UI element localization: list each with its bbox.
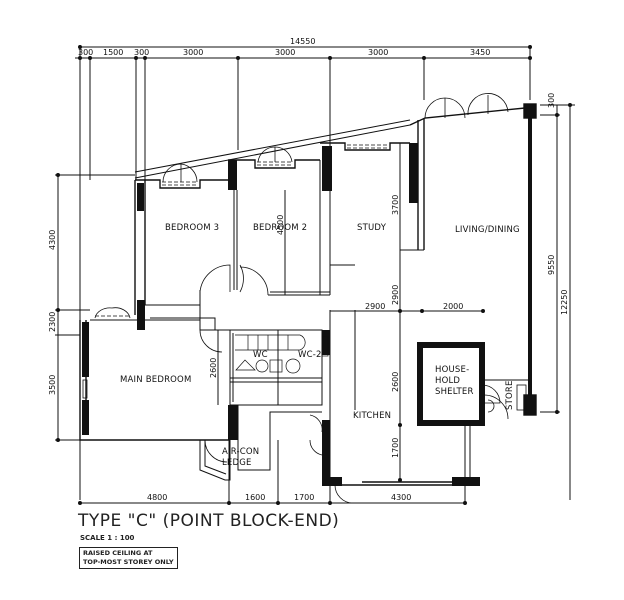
svg-text:1600: 1600 [245,493,265,502]
wc-fixtures [235,334,329,374]
dimension-labels: 14550 300 1500 300 3000 3000 3000 3450 4… [48,37,569,502]
svg-text:9550: 9550 [547,255,556,275]
room-aircon-ledge: AIR-CON [222,447,259,457]
svg-text:1700: 1700 [294,493,314,502]
room-wc-2: WC-2 [298,350,322,360]
room-bedroom-3: BEDROOM 3 [165,223,219,233]
ceiling-note: RAISED CEILING AT TOP-MOST STOREY ONLY [79,547,178,569]
interior-walls [90,160,530,481]
room-labels: BEDROOM 3 BEDROOM 2 STUDY LIVING/DINING … [120,223,520,468]
svg-text:12250: 12250 [560,290,569,315]
window-swings [94,93,509,319]
svg-text:4300: 4300 [391,493,411,502]
room-living-dining: LIVING/DINING [455,225,520,235]
svg-text:2300: 2300 [48,312,57,332]
room-main-bedroom: MAIN BEDROOM [120,375,191,385]
windows [82,144,388,399]
bottom-dimension-lines [78,440,467,505]
room-study: STUDY [357,223,387,233]
room-kitchen: KITCHEN [353,411,391,421]
svg-text:2900: 2900 [391,285,400,305]
ceiling-note-line-1: RAISED CEILING AT [83,549,153,557]
svg-text:4800: 4800 [147,493,167,502]
svg-text:3000: 3000 [275,48,295,57]
svg-text:3700: 3700 [391,195,400,215]
room-wc: WC [253,350,268,360]
right-dimension-lines [540,103,575,500]
svg-text:300: 300 [134,48,149,57]
room-shelter: SHELTER [435,387,474,397]
room-bedroom-2: BEDROOM 2 [253,223,307,233]
svg-text:2000: 2000 [443,302,463,311]
outer-walls [79,103,537,486]
svg-text:300: 300 [78,48,93,57]
top-dimension-lines [75,45,532,500]
left-dimension-lines [55,173,135,442]
svg-text:300: 300 [547,93,556,108]
internal-dimension-lines [217,143,485,482]
svg-text:2600: 2600 [209,358,218,378]
svg-text:4500: 4500 [276,215,285,235]
svg-text:14550: 14550 [290,37,315,46]
svg-text:1700: 1700 [391,438,400,458]
door-swings [199,264,509,504]
room-store: STORE [505,380,515,410]
svg-text:2900: 2900 [365,302,385,311]
svg-text:3000: 3000 [368,48,388,57]
ceiling-note-line-2: TOP-MOST STOREY ONLY [83,558,174,566]
structural-columns [82,143,480,486]
svg-text:3500: 3500 [48,375,57,395]
svg-text:3000: 3000 [183,48,203,57]
room-shelter: HOLD [435,376,460,386]
plan-scale: SCALE 1 : 100 [80,534,135,542]
svg-text:2600: 2600 [391,372,400,392]
plan-title: TYPE "C" (POINT BLOCK-END) [78,511,340,531]
shelter-door-fixture [487,384,527,413]
svg-text:1500: 1500 [103,48,123,57]
room-aircon-ledge: LEDGE [222,458,252,468]
svg-text:4300: 4300 [48,230,57,250]
facade-slope [134,119,411,179]
svg-text:3450: 3450 [470,48,490,57]
room-shelter: HOUSE- [435,365,469,375]
